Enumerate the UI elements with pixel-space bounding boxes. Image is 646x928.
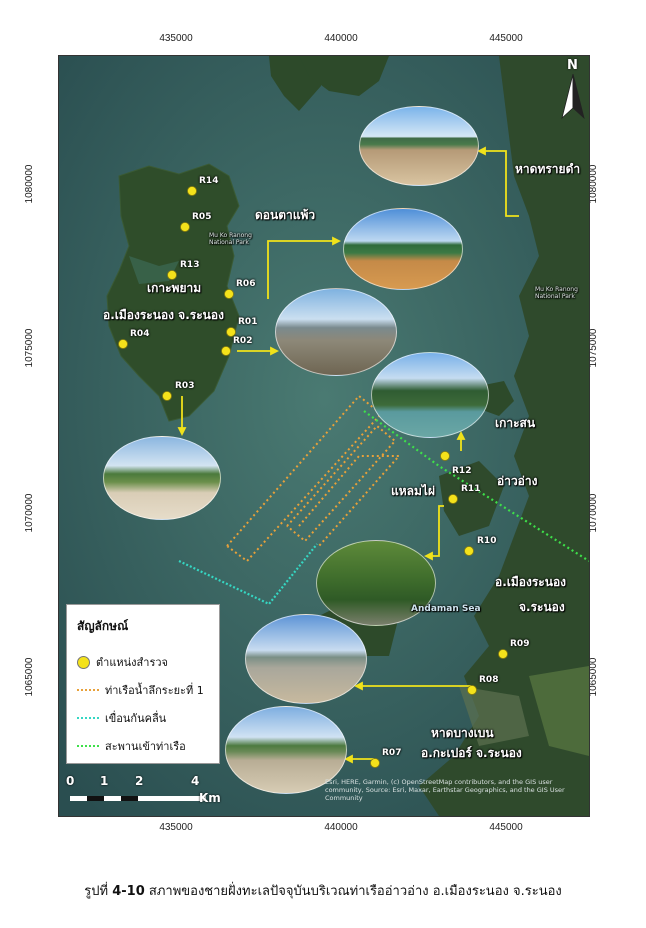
map-legend: สัญลักษณ์ ตำแหน่งสำรวจ ท่าเรือน้ำลึกระยะ… [66, 604, 220, 764]
site-label: R04 [130, 329, 150, 339]
scale-tick: 2 [135, 774, 144, 788]
survey-point-r14 [187, 186, 197, 196]
label-kapoe: อ.กะเปอร์ จ.ระนอง [421, 746, 522, 760]
x-tick-label: 445000 [489, 33, 523, 44]
photo-r01 [343, 208, 463, 290]
x-tick-label: 440000 [324, 822, 358, 833]
label-park-1: Mu Ko Ranong National Park [209, 232, 252, 247]
site-label: R06 [236, 279, 256, 289]
bridge-symbol-icon [77, 745, 99, 747]
legend-label: ท่าเรือน้ำลึกระยะที่ 1 [105, 684, 204, 697]
figure-caption: รูปที่ 4-10 สภาพของชายฝั่งทะเลปัจจุบันบร… [0, 880, 646, 901]
scale-bar: 0 1 2 4 Km [62, 774, 232, 810]
x-tick-label: 440000 [324, 33, 358, 44]
label-laem-phai: แหลมไผ่ [391, 484, 435, 498]
label-mueang-ranong-main-1: อ.เมืองระนอง [495, 575, 567, 589]
survey-point-r10 [464, 546, 474, 556]
site-label: R09 [510, 639, 530, 649]
north-arrow-icon [561, 74, 585, 120]
don-ta-waeo-island [299, 56, 389, 96]
y-tick-label: 1070000 [23, 493, 35, 533]
survey-points [118, 186, 508, 768]
deep-sea-port-phase-1-outline [226, 394, 402, 563]
site-label: R11 [461, 484, 481, 494]
scale-bar-graphic [70, 796, 206, 801]
legend-title: สัญลักษณ์ [77, 619, 129, 633]
x-tick-label: 435000 [159, 822, 193, 833]
legend-item-access-bridge: สะพานเข้าท่าเรือ [77, 737, 186, 755]
label-had-sai-dam: หาดทรายดำ [515, 162, 581, 176]
photo-r02 [275, 288, 397, 376]
label-andaman-sea: Andaman Sea [411, 604, 481, 614]
scale-unit: Km [199, 791, 221, 805]
site-label: R02 [233, 336, 253, 346]
label-park-2: Mu Ko Ranong National Park [535, 286, 578, 301]
survey-point-r12 [440, 451, 450, 461]
photo-had-sai-dam [359, 106, 479, 186]
site-label: R03 [175, 381, 195, 391]
legend-label: เขื่อนกันคลื่น [105, 712, 167, 725]
scale-tick: 1 [100, 774, 109, 788]
laem-phai-headland [439, 461, 504, 536]
scale-tick: 0 [66, 774, 75, 788]
label-ko-phayam: เกาะพยาม [147, 281, 202, 295]
caption-text: สภาพของชายฝั่งทะเลปัจจุบันบริเวณท่าเรืออ… [148, 884, 562, 899]
y-tick-label: 1065000 [23, 657, 35, 697]
photo-ko-son [371, 352, 489, 438]
caption-prefix: รูปที่ [84, 884, 109, 899]
y-tick-label: 1080000 [23, 164, 35, 204]
photo-r03 [103, 436, 221, 520]
legend-item-survey-point: ตำแหน่งสำรวจ [77, 653, 168, 671]
label-ko-son: เกาะสน [495, 416, 536, 430]
scale-tick: 4 [191, 774, 200, 788]
survey-point-r08 [467, 685, 477, 695]
site-label: R14 [199, 176, 219, 186]
map-attribution: Esri, HERE, Garmin, (c) OpenStreetMap co… [325, 778, 565, 803]
site-label: R13 [180, 260, 200, 270]
photo-r10 [316, 540, 436, 626]
legend-label: สะพานเข้าท่าเรือ [105, 740, 186, 753]
site-label: R10 [477, 536, 497, 546]
legend-label: ตำแหน่งสำรวจ [96, 656, 168, 669]
survey-point-r07 [370, 758, 380, 768]
north-arrow: N [560, 58, 586, 120]
site-label: R12 [452, 466, 472, 476]
survey-point-r11 [448, 494, 458, 504]
north-letter: N [567, 58, 578, 73]
label-mueang-ranong-main-2: จ.ระนอง [519, 600, 565, 614]
survey-point-r02 [221, 346, 231, 356]
photo-callout-arrows [177, 146, 519, 764]
caption-number: 4-10 [112, 884, 145, 899]
site-label: R08 [479, 675, 499, 685]
legend-item-deep-sea-port: ท่าเรือน้ำลึกระยะที่ 1 [77, 681, 204, 699]
port-line-symbol-icon [77, 689, 99, 691]
survey-point-r13 [167, 270, 177, 280]
legend-item-breakwater: เขื่อนกันคลื่น [77, 709, 166, 727]
label-ao-ang: อ่าวอ่าง [497, 474, 538, 488]
photo-r07 [225, 706, 347, 794]
ko-phayam-island [106, 163, 240, 422]
label-mueang-ranong-island: อ.เมืองระนอง จ.ระนอง [103, 308, 224, 322]
breakwater-symbol-icon [77, 717, 99, 719]
survey-point-r01 [226, 327, 236, 337]
survey-point-r05 [180, 222, 190, 232]
survey-point-r09 [498, 649, 508, 659]
site-label: R01 [238, 317, 258, 327]
site-label: R07 [382, 748, 402, 758]
y-tick-label: 1075000 [23, 328, 35, 368]
x-tick-label: 435000 [159, 33, 193, 44]
label-had-bang-ben: หาดบางเบน [431, 726, 494, 740]
survey-point-r04 [118, 339, 128, 349]
breakwater-line [178, 543, 318, 606]
site-label: R05 [192, 212, 212, 222]
photo-r08 [245, 614, 367, 704]
port-access-bridge-line [363, 410, 589, 562]
mainland [419, 56, 589, 816]
label-don-ta-waeo: ดอนตาแพ้ว [255, 208, 316, 222]
x-tick-label: 445000 [489, 822, 523, 833]
survey-point-r06 [224, 289, 234, 299]
survey-point-r03 [162, 391, 172, 401]
survey-point-symbol-icon [77, 655, 90, 669]
